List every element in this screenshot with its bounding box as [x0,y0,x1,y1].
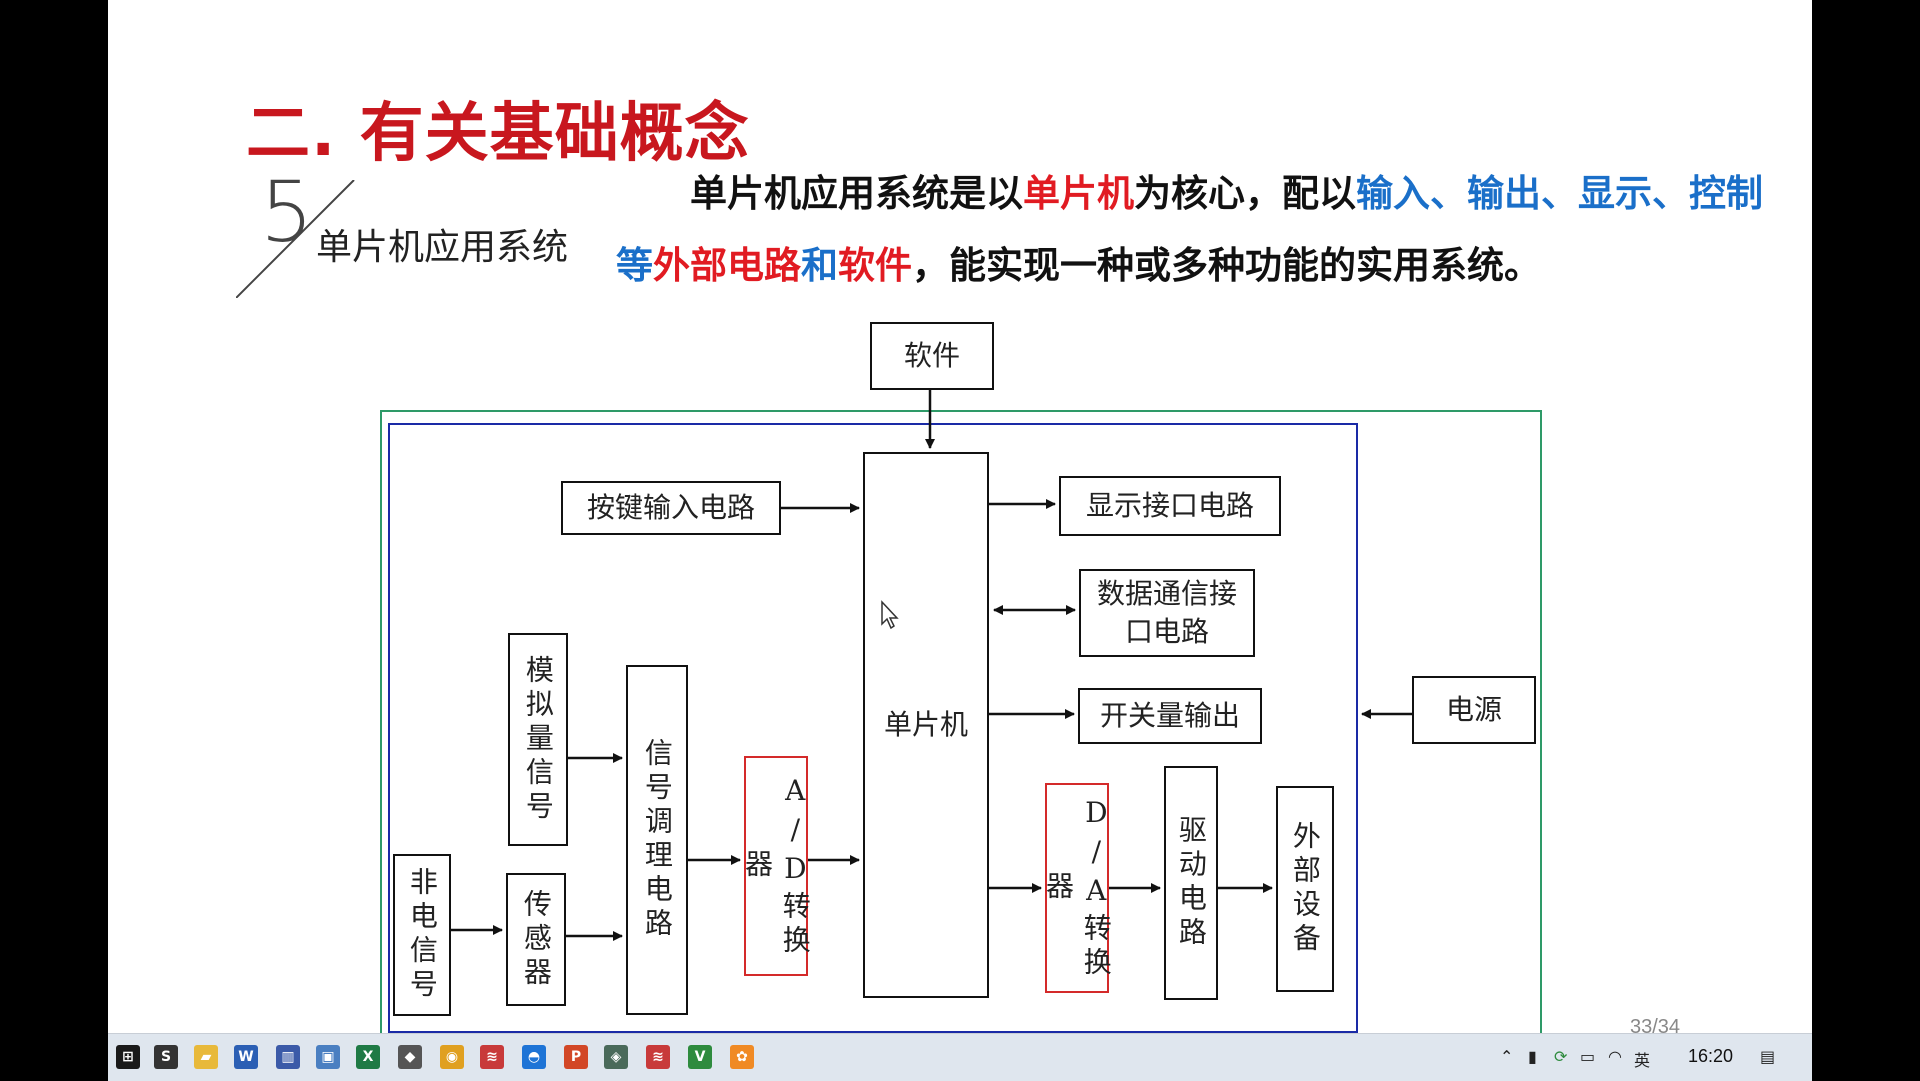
microphone-icon[interactable]: ▮ [1528,1047,1537,1066]
taskbar-clock[interactable]: 16:20 [1688,1046,1734,1066]
description-segment: 单片机 [1023,172,1134,215]
description-segment: 外部电路 [653,244,801,287]
building-app-icon[interactable]: ▥ [276,1045,300,1069]
non-electric-box: 非电信号 [393,854,451,1016]
orange-app-icon[interactable]: ✿ [730,1045,754,1069]
windows-taskbar: ⊞ S ▰ W ▥ ▣ X ◆ ◉ ≋ ◓ P ◈ ≋ V ✿ ⌃ ▮ ⟳ ▭ ◠ 英 16:20 ▤ [108,1033,1812,1081]
description-segment: 单片机应用系统是以 [690,172,1023,215]
analog-signal-label: 模拟量信号 [521,654,555,825]
window-app-icon[interactable]: ▣ [316,1045,340,1069]
description-segment: 和 [801,244,838,287]
ime-indicator[interactable]: 英 [1634,1051,1651,1070]
description-line-1: 单片机应用系统是以单片机为核心，配以输入、输出、显示、控制 [690,163,1763,217]
system-inner-frame [388,423,1358,1033]
data-comm-label: 数据通信接口电路 [1096,577,1237,648]
external-device-box: 外部设备 [1276,786,1334,992]
key-input-label: 按键输入电路 [586,491,755,525]
meeting-app-icon[interactable]: ◓ [522,1045,546,1069]
signal-app-icon[interactable]: ≋ [480,1045,504,1069]
switch-output-label: 开关量输出 [1099,699,1240,733]
slide-title: 二. 有关基础概念 [246,97,750,171]
analog-signal-box: 模拟量信号 [508,633,568,846]
software-box: 软件 [870,322,994,390]
section-number: 5 [260,163,314,261]
power-box: 电源 [1412,676,1536,744]
sync-icon[interactable]: ⟳ [1554,1047,1568,1066]
chrome-icon[interactable]: ◉ [440,1045,464,1069]
battery-icon[interactable]: ▭ [1580,1047,1596,1066]
description-segment: 为核心，配以 [1134,172,1356,215]
description-segment: 等 [616,244,653,287]
page-number: 33/34 [1630,1016,1681,1033]
ad-converter-label: A/D转换器 [741,773,812,959]
mcu-label: 单片机 [883,708,968,742]
description-segment: 输入、输出、显示、控制 [1356,172,1763,215]
word-icon[interactable]: W [234,1045,258,1069]
signal-conditioning-box: 信号调理电路 [626,665,688,1015]
drive-circuit-label: 驱动电路 [1174,815,1208,951]
windows-start-icon[interactable]: ⊞ [116,1045,140,1069]
search-app-icon[interactable]: S [154,1045,178,1069]
description-segment: ，能实现一种或多种功能的实用系统。 [912,244,1541,287]
section-label: 单片机应用系统 [316,227,569,268]
description-segment: 软件 [838,244,912,287]
tray-expand-icon[interactable]: ⌃ [1500,1047,1514,1066]
wifi-icon[interactable]: ◠ [1608,1047,1622,1066]
data-comm-box: 数据通信接口电路 [1079,569,1255,657]
signal-conditioning-label: 信号调理电路 [640,738,674,942]
display-interface-label: 显示接口电路 [1085,489,1254,523]
system-outer-frame [380,410,1542,1033]
mouse-cursor-icon [881,600,899,630]
key-input-box: 按键输入电路 [561,481,781,535]
ad-converter-box: A/D转换器 [741,756,812,976]
external-device-label: 外部设备 [1288,821,1322,957]
file-explorer-icon[interactable]: ▰ [194,1045,218,1069]
da-converter-label: D/A转换器 [1042,795,1113,981]
mcu-box: 单片机 [863,452,989,998]
sensor-box: 传感器 [506,873,566,1006]
excel-icon[interactable]: X [356,1045,380,1069]
signal2-app-icon[interactable]: ≋ [646,1045,670,1069]
section-slash-decoration [236,180,355,298]
drive-circuit-box: 驱动电路 [1164,766,1218,1000]
book-app-icon[interactable]: ◆ [398,1045,422,1069]
green-app-icon[interactable]: V [688,1045,712,1069]
powerpoint-icon[interactable]: P [564,1045,588,1069]
display-interface-box: 显示接口电路 [1059,476,1281,536]
power-label: 电源 [1445,693,1502,727]
sensor-label: 传感器 [519,888,553,991]
software-label: 软件 [903,339,960,373]
notification-icon[interactable]: ▤ [1760,1047,1776,1066]
tool-app-icon[interactable]: ◈ [604,1045,628,1069]
switch-output-box: 开关量输出 [1078,688,1262,744]
non-electric-label: 非电信号 [405,867,439,1003]
description-line-2: 等外部电路和软件，能实现一种或多种功能的实用系统。 [616,235,1541,289]
presentation-slide: 二. 有关基础概念 5 单片机应用系统 单片机应用系统是以单片机为核心，配以输入… [108,0,1812,1033]
da-converter-box: D/A转换器 [1042,783,1113,993]
